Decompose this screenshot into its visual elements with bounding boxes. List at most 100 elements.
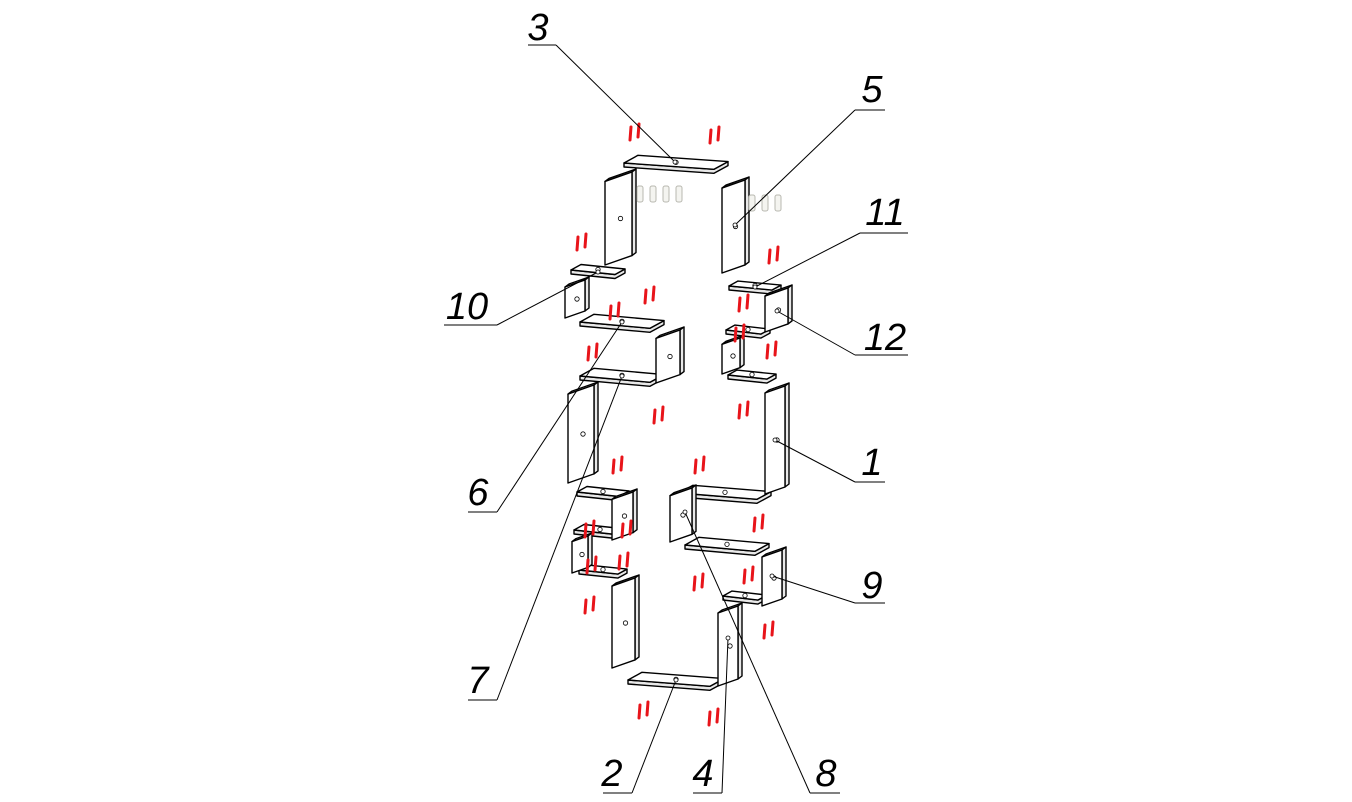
dowel-pin — [611, 458, 616, 475]
hole — [600, 488, 606, 495]
vertical-panel — [655, 326, 685, 384]
dowel-pin — [765, 343, 770, 360]
leader-dot — [682, 509, 688, 515]
part-number: 12 — [864, 317, 906, 359]
part-label-5: 5 — [732, 69, 885, 228]
connector-tab — [774, 194, 782, 212]
part-number: 11 — [865, 192, 904, 234]
leader-line — [734, 109, 856, 226]
dowel-pin — [762, 623, 767, 640]
vertical-panel — [604, 168, 637, 266]
hole — [579, 551, 585, 558]
leader-dot — [732, 222, 738, 228]
leader-dot — [619, 319, 625, 325]
horizontal-panel — [722, 590, 768, 605]
hole — [600, 566, 606, 573]
hole — [727, 643, 733, 649]
part-label-6: 6 — [467, 319, 625, 514]
leader-line — [776, 310, 856, 356]
part-number: 7 — [467, 660, 490, 702]
connector-tab — [675, 185, 683, 203]
dowel-pin — [583, 598, 588, 615]
hole — [617, 215, 624, 222]
leader-line — [496, 321, 623, 513]
dowel-pin — [773, 340, 778, 357]
part-label-10: 10 — [444, 269, 601, 328]
vertical-panel — [717, 602, 743, 687]
dowel-pin — [591, 519, 596, 536]
dowel-pin — [745, 293, 750, 310]
leader-line — [771, 575, 856, 604]
leader-dot — [772, 437, 778, 443]
vertical-panel — [721, 334, 745, 375]
dowel-pin — [643, 288, 648, 305]
part-number: 9 — [861, 565, 882, 607]
leader-dot — [725, 635, 731, 641]
part-label-12: 12 — [774, 308, 908, 359]
dowel-pin — [625, 551, 630, 568]
dowel-pin — [742, 568, 747, 585]
dowel-pin — [616, 301, 621, 318]
connector-tab — [649, 185, 657, 203]
part-label-4: 4 — [692, 635, 731, 795]
dowel-pin — [737, 296, 742, 313]
dowel-pin — [700, 572, 705, 589]
leader-line — [684, 511, 811, 794]
dowel-pin — [715, 707, 720, 724]
dowel-pins — [575, 122, 780, 727]
dowel-pin — [637, 703, 642, 720]
vertical-panel — [669, 484, 697, 543]
dowel-pin — [628, 125, 633, 142]
leader-dot — [672, 159, 678, 165]
leader-line — [754, 232, 861, 288]
dowel-pin — [770, 620, 775, 637]
hole — [574, 296, 580, 302]
dowel-pin — [608, 304, 613, 321]
vertical-panel — [764, 382, 790, 495]
part-label-7: 7 — [467, 373, 625, 702]
hole — [749, 371, 755, 378]
dowel-pin — [708, 128, 713, 145]
hole — [722, 489, 728, 495]
dowel-pin — [594, 342, 599, 359]
hole — [621, 513, 628, 519]
part-label-9: 9 — [769, 565, 885, 607]
leader-dot — [769, 573, 775, 579]
dowel-pin — [575, 235, 580, 252]
dowel-pin — [716, 125, 721, 142]
leader-line — [496, 375, 623, 701]
panels — [564, 154, 793, 691]
leader-line — [631, 679, 677, 794]
vertical-panel — [571, 532, 593, 574]
hole — [724, 541, 730, 547]
dowel-pin — [752, 516, 757, 533]
leader-line — [496, 271, 599, 326]
dowel-pin — [707, 710, 712, 727]
dowel-pin — [660, 405, 665, 422]
part-label-11: 11 — [752, 192, 908, 290]
connector-tab — [636, 185, 644, 203]
leader-line — [774, 439, 856, 483]
dowel-pin — [583, 522, 588, 539]
part-number: 2 — [600, 753, 622, 795]
leader-dot — [595, 269, 601, 275]
part-number: 4 — [692, 753, 713, 795]
dowel-pin — [767, 248, 772, 265]
dowel-pin — [760, 513, 765, 530]
leader-line — [555, 44, 676, 163]
hole — [730, 353, 736, 359]
vertical-panel — [611, 488, 638, 541]
part-label-2: 2 — [600, 677, 679, 795]
hole — [742, 592, 748, 599]
hole — [745, 326, 751, 333]
dowel-pin — [651, 285, 656, 302]
leader-dot — [673, 677, 679, 683]
dowel-pin — [619, 455, 624, 472]
vertical-panel — [567, 381, 599, 484]
hole — [580, 431, 586, 437]
dowel-pin — [750, 565, 755, 582]
dowel-pin — [693, 458, 698, 475]
part-number: 10 — [446, 286, 488, 328]
